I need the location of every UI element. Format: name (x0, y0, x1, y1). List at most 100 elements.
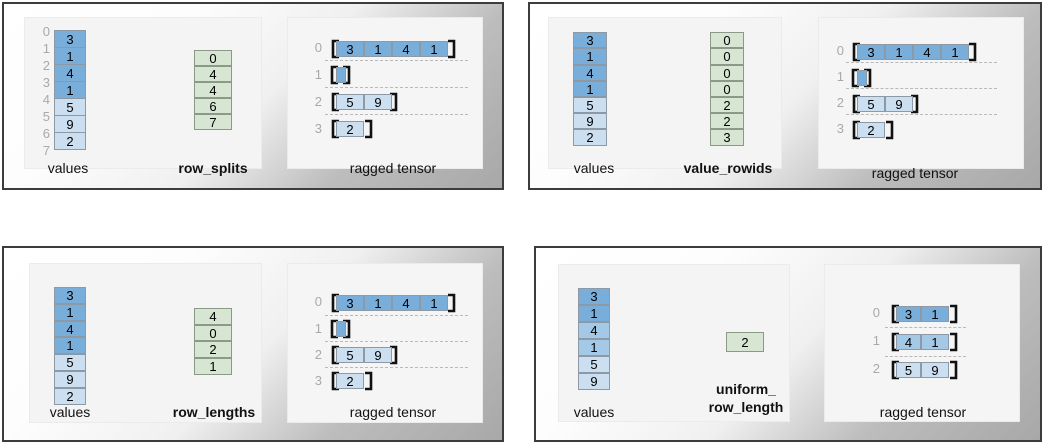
ragged-row-separator (325, 367, 468, 368)
encoding-label-line1: uniform_ (716, 381, 776, 397)
ragged-cell: 1 (420, 295, 448, 311)
value-cell: 5 (573, 97, 607, 113)
ragged-cell: 3 (336, 41, 364, 57)
value-cell: 3 (54, 30, 86, 48)
value-cell: 4 (573, 65, 607, 81)
ragged-row-index: 2 (872, 361, 880, 376)
ragged-row-separator (885, 327, 966, 328)
value-cell: 4 (54, 64, 86, 82)
ragged-cell: 1 (941, 44, 969, 60)
value-index: 0 (42, 24, 50, 39)
value-cell: 9 (573, 113, 607, 129)
ragged-cell: 1 (364, 295, 392, 311)
ragged-cell: 5 (857, 96, 885, 112)
encoding-cell: 4 (194, 82, 232, 98)
value-cell: 1 (573, 81, 607, 97)
ragged-tensor-label: ragged tensor (871, 165, 959, 181)
ragged-cell: 1 (364, 41, 392, 57)
encoding-cell: 6 (194, 98, 232, 114)
ragged-cell: 3 (857, 44, 885, 60)
ragged-cell: 1 (921, 306, 949, 322)
ragged-cell: 4 (392, 295, 420, 311)
ragged-row-index: 1 (836, 69, 844, 84)
value-cell: 1 (54, 337, 86, 354)
ragged-row-separator (325, 341, 468, 342)
value-cell: 1 (54, 81, 86, 99)
ragged-row-index: 0 (314, 294, 322, 309)
ragged-cell: 5 (336, 94, 364, 110)
encoding-cell: 0 (710, 81, 744, 97)
value-cell: 3 (573, 32, 607, 48)
encoding-cell: 0 (710, 32, 744, 48)
ragged-cell-empty (857, 70, 867, 86)
encoding-cell: 0 (194, 325, 232, 341)
ragged-row-index: 3 (314, 121, 322, 136)
encoding-cell: 0 (710, 48, 744, 65)
ragged-tensor-label: ragged tensor (349, 404, 437, 420)
value-cell: 5 (54, 354, 86, 371)
value-cell: 5 (54, 98, 86, 116)
ragged-cell: 2 (336, 121, 364, 137)
encoding-cell: 2 (194, 341, 232, 358)
value-cell: 3 (578, 288, 610, 305)
value-cell: 1 (573, 48, 607, 65)
ragged-row-index: 2 (314, 347, 322, 362)
ragged-row-separator (846, 114, 997, 115)
ragged-cell: 2 (857, 122, 885, 138)
values-label: values (573, 160, 615, 176)
encoding-cell: 3 (710, 129, 744, 146)
ragged-cell: 9 (921, 362, 949, 378)
panel-row-lengths-ragged-area (287, 263, 483, 423)
ragged-cell: 2 (336, 373, 364, 389)
ragged-cell: 5 (896, 362, 921, 378)
encoding-cell: 4 (194, 308, 232, 325)
value-index: 1 (42, 41, 50, 56)
value-cell: 1 (54, 47, 86, 65)
value-cell: 2 (573, 129, 607, 146)
value-cell: 3 (54, 287, 86, 304)
ragged-cell: 9 (364, 347, 392, 363)
value-cell: 1 (578, 305, 610, 322)
ragged-row-index: 2 (836, 95, 844, 110)
value-cell: 1 (54, 304, 86, 321)
value-index: 7 (42, 143, 50, 158)
ragged-cell: 3 (896, 306, 921, 322)
value-cell: 2 (54, 132, 86, 150)
ragged-cell: 1 (921, 334, 949, 350)
ragged-row-index: 3 (314, 373, 322, 388)
ragged-cell: 4 (392, 41, 420, 57)
ragged-row-index: 0 (836, 43, 844, 58)
ragged-row-separator (325, 60, 468, 61)
ragged-cell: 9 (885, 96, 913, 112)
value-cell: 2 (54, 388, 86, 405)
value-cell: 4 (578, 322, 610, 339)
encoding-label: row_lengths (172, 404, 256, 420)
value-cell: 1 (578, 339, 610, 356)
value-index: 3 (42, 75, 50, 90)
value-index: 2 (42, 58, 50, 73)
ragged-row-index: 3 (836, 121, 844, 136)
ragged-row-index: 1 (872, 333, 880, 348)
ragged-cell: 4 (896, 334, 921, 350)
value-cell: 9 (54, 371, 86, 388)
values-label: values (573, 404, 615, 420)
ragged-row-separator (325, 315, 468, 316)
ragged-cell: 4 (913, 44, 941, 60)
ragged-row-separator (846, 88, 997, 89)
values-label: values (49, 404, 91, 420)
value-cell: 5 (578, 356, 610, 373)
ragged-row-index: 1 (314, 67, 322, 82)
ragged-cell-empty (336, 67, 346, 83)
ragged-row-separator (325, 114, 468, 115)
ragged-row-separator (885, 356, 966, 357)
encoding-cell: 2 (710, 113, 744, 129)
encoding-cell: 2 (710, 97, 744, 113)
ragged-cell: 5 (336, 347, 364, 363)
value-index: 6 (42, 126, 50, 141)
encoding-cell: 7 (194, 114, 232, 130)
ragged-tensor-label: ragged tensor (349, 160, 437, 176)
ragged-cell: 9 (364, 94, 392, 110)
ragged-cell-empty (336, 321, 346, 337)
encoding-label: row_splits (178, 160, 248, 176)
ragged-row-index: 0 (872, 305, 880, 320)
